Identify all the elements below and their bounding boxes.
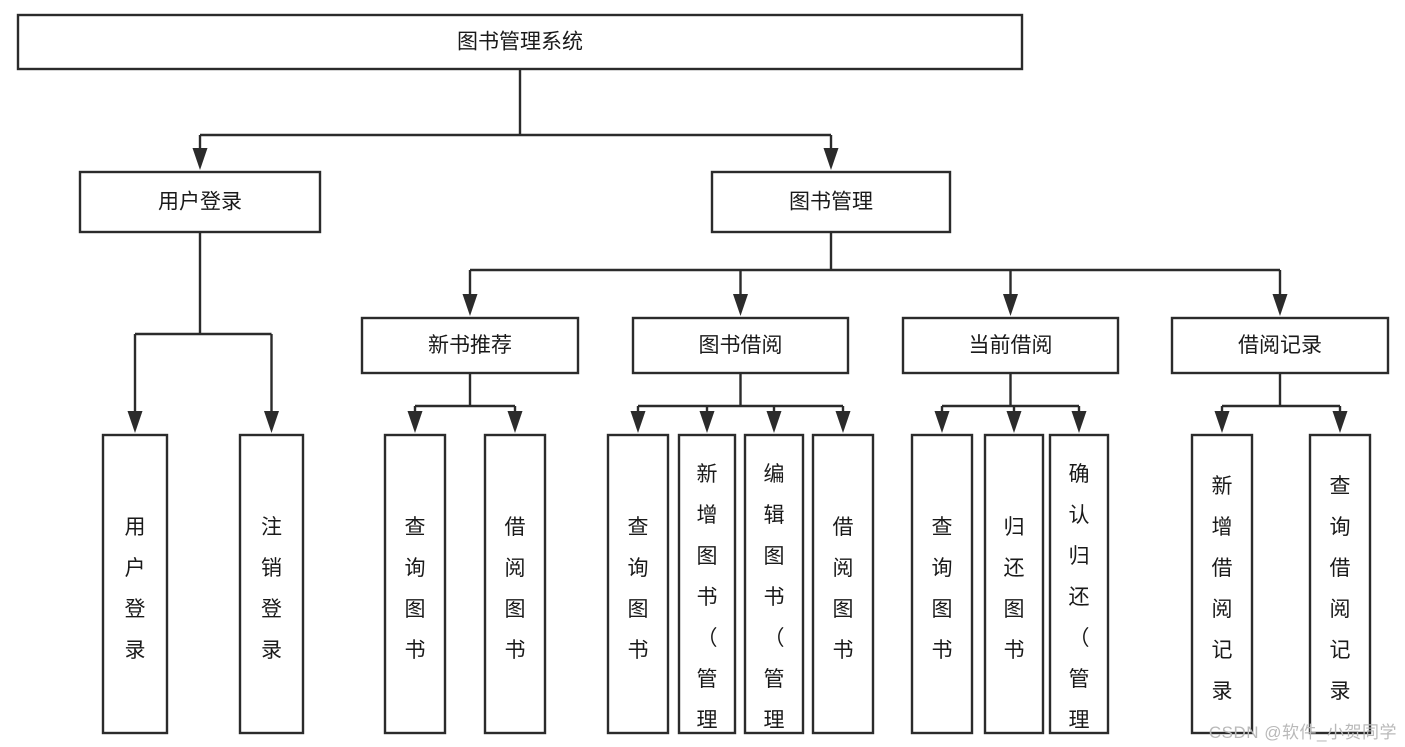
node-label: 借阅图书 <box>833 516 854 662</box>
node-box <box>238 433 305 735</box>
node-bb-add-book[interactable]: 新增图书（管理员） <box>677 433 737 747</box>
node-box <box>383 433 447 735</box>
node-book-manage[interactable]: 图书管理 <box>710 170 952 234</box>
arrow-head <box>264 411 279 433</box>
node-box <box>1308 433 1372 735</box>
node-label: 新增借阅记录 <box>1212 475 1233 703</box>
node-box <box>16 13 1024 71</box>
arrow-head <box>1006 411 1022 433</box>
node-box <box>910 433 974 735</box>
arrow-head <box>934 411 950 433</box>
node-box <box>811 433 875 735</box>
node-label: 新增图书（管理员） <box>697 463 718 747</box>
node-box <box>1170 316 1390 375</box>
node-label: 图书借阅 <box>699 334 783 357</box>
node-box <box>677 433 737 735</box>
node-label: 查询图书 <box>405 516 426 662</box>
node-user-login[interactable]: 用户登录 <box>78 170 322 234</box>
node-label: 归还图书 <box>1004 516 1025 662</box>
node-label: 借阅记录 <box>1238 334 1322 357</box>
node-user-login-logout[interactable]: 注销登录 <box>238 433 305 735</box>
arrow-head <box>1332 411 1348 433</box>
node-box <box>360 316 580 375</box>
node-cb-confirm-return[interactable]: 确认归还（管理员） <box>1048 433 1110 747</box>
node-box <box>483 433 547 735</box>
node-label: 查询图书 <box>932 516 953 662</box>
node-book-borrow[interactable]: 图书借阅 <box>631 316 850 375</box>
node-user-login-login[interactable]: 用户登录 <box>101 433 169 735</box>
node-label: 当前借阅 <box>969 334 1053 357</box>
node-undefined[interactable]: 图书管理系统 <box>16 13 1024 71</box>
node-box <box>983 433 1045 735</box>
node-label: 新书推荐 <box>428 334 512 357</box>
arrow-head <box>127 411 143 433</box>
node-label: 用户登录 <box>125 516 146 662</box>
arrow-head <box>766 411 782 433</box>
node-borrow-record[interactable]: 借阅记录 <box>1170 316 1390 375</box>
node-br-add-record[interactable]: 新增借阅记录 <box>1190 433 1254 735</box>
node-label: 图书管理 <box>789 191 873 214</box>
node-label: 图书管理系统 <box>457 31 583 54</box>
watermark-text: CSDN @软件_小贺同学 <box>1208 723 1397 742</box>
node-label: 用户登录 <box>158 191 242 214</box>
arrow-head <box>1071 411 1087 433</box>
arrow-head <box>699 411 715 433</box>
arrow-head <box>1003 294 1018 316</box>
node-box <box>743 433 805 735</box>
node-bb-borrow-book[interactable]: 借阅图书 <box>811 433 875 735</box>
node-label: 确认归还（管理员） <box>1069 463 1090 747</box>
node-box <box>901 316 1120 375</box>
node-label: 查询借阅记录 <box>1330 475 1351 703</box>
node-box <box>631 316 850 375</box>
node-bb-edit-book[interactable]: 编辑图书（管理员） <box>743 433 805 747</box>
arrow-head <box>823 148 839 170</box>
arrow-head <box>192 148 208 170</box>
node-bb-query-book[interactable]: 查询图书 <box>606 433 670 735</box>
node-box <box>1048 433 1110 735</box>
arrow-head <box>507 411 523 433</box>
node-cb-return-book[interactable]: 归还图书 <box>983 433 1045 735</box>
node-label: 注销登录 <box>261 516 282 662</box>
arrow-head <box>462 294 478 316</box>
node-label: 编辑图书（管理员） <box>764 463 785 747</box>
arrow-head <box>407 411 423 433</box>
node-cb-query-book[interactable]: 查询图书 <box>910 433 974 735</box>
arrow-head <box>1272 294 1288 316</box>
node-new-book-rec[interactable]: 新书推荐 <box>360 316 580 375</box>
node-box <box>1190 433 1254 735</box>
node-box <box>606 433 670 735</box>
node-box <box>710 170 952 234</box>
node-current-borrow[interactable]: 当前借阅 <box>901 316 1120 375</box>
node-nbr-borrow-book[interactable]: 借阅图书 <box>483 433 547 735</box>
node-label: 借阅图书 <box>505 516 526 662</box>
arrow-head <box>835 411 851 433</box>
arrow-head <box>733 294 748 316</box>
arrow-head <box>1214 411 1230 433</box>
node-box <box>101 433 169 735</box>
arrow-head <box>630 411 646 433</box>
node-nbr-query-book[interactable]: 查询图书 <box>383 433 447 735</box>
node-box <box>78 170 322 234</box>
node-br-query-record[interactable]: 查询借阅记录 <box>1308 433 1372 735</box>
node-label: 查询图书 <box>628 516 649 662</box>
